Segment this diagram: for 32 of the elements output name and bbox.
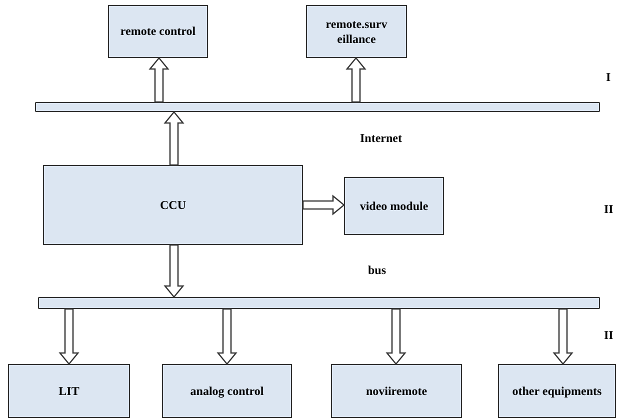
block-arrow — [552, 308, 574, 366]
layer-number: II — [604, 202, 614, 217]
block-arrow — [302, 194, 346, 216]
box-label: video module — [360, 198, 428, 214]
network-label: bus — [368, 263, 386, 278]
bus-bar — [35, 102, 600, 112]
block-arrow — [164, 110, 184, 166]
block-arrow — [58, 308, 80, 366]
bus-bar — [38, 297, 600, 309]
block-box — [43, 165, 303, 245]
block-box — [8, 364, 130, 418]
block-arrow — [216, 308, 238, 366]
box-label: remote.surv eillance — [324, 17, 388, 46]
block-arrow — [164, 244, 184, 298]
block-box — [306, 5, 407, 58]
layer-number: I — [606, 70, 611, 85]
box-label: remote control — [120, 24, 196, 39]
block-box — [331, 364, 462, 418]
block-box — [498, 364, 616, 418]
block-box — [108, 5, 208, 58]
network-label: Internet — [360, 131, 402, 146]
box-label: analog control — [190, 384, 264, 398]
block-arrow — [148, 56, 170, 103]
layer-number: II — [604, 328, 614, 343]
box-label: other equipments — [512, 384, 602, 398]
box-label: LIT — [58, 384, 80, 398]
block-box — [344, 177, 444, 235]
block-arrow — [386, 308, 406, 366]
block-arrow — [346, 56, 366, 103]
box-label: CCU — [160, 198, 186, 212]
block-box — [162, 364, 292, 418]
box-label: noviiremote — [366, 384, 428, 398]
